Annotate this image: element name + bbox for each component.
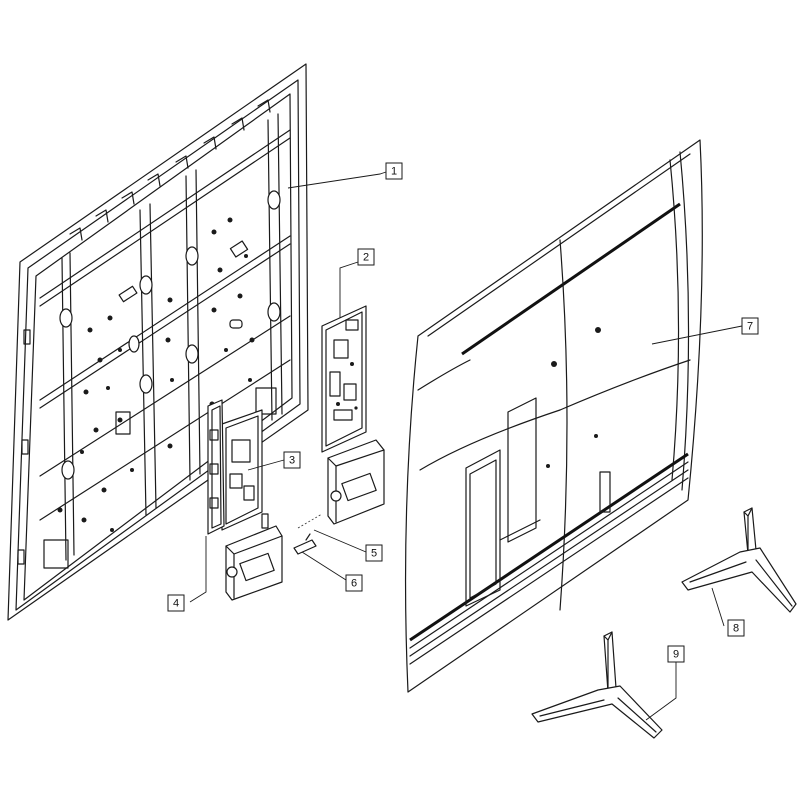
part-1-panel-chassis <box>7 63 309 621</box>
part-9-stand-left <box>531 631 663 739</box>
callout-6-label: 6 <box>351 578 357 590</box>
part-4-bracket <box>207 399 225 535</box>
part-6-clip <box>293 533 317 555</box>
part-3-power-board <box>221 409 263 531</box>
part-8-stand-right <box>681 507 797 613</box>
callout-4-label: 4 <box>173 598 179 610</box>
callout-5: 5 <box>365 544 383 562</box>
part-7-back-cover <box>404 139 703 693</box>
callout-7-label: 7 <box>747 321 753 333</box>
callout-6: 6 <box>345 574 363 592</box>
callout-1: 1 <box>385 162 403 180</box>
callout-5-label: 5 <box>371 548 377 560</box>
callout-7: 7 <box>741 317 759 335</box>
callout-2-label: 2 <box>363 252 369 264</box>
callout-1-label: 1 <box>391 166 397 178</box>
part-speaker-lower <box>225 513 283 601</box>
part-2-main-board <box>321 305 367 453</box>
callout-8: 8 <box>727 619 745 637</box>
callout-3-label: 3 <box>289 455 295 467</box>
callout-8-label: 8 <box>733 623 739 635</box>
callout-4: 4 <box>167 594 185 612</box>
leader-lines <box>189 171 743 721</box>
callout-3: 3 <box>283 451 301 469</box>
part-5-speaker <box>327 439 385 525</box>
callout-9: 9 <box>667 645 685 663</box>
callout-9-label: 9 <box>673 649 679 661</box>
callout-2: 2 <box>357 248 375 266</box>
